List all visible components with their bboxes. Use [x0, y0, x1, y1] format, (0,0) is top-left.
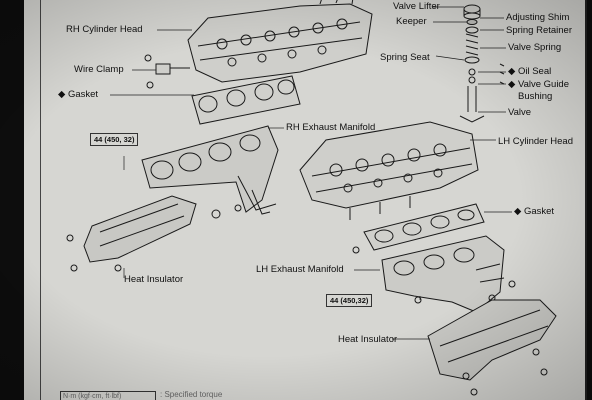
label-adjusting-shim: Adjusting Shim: [506, 12, 570, 23]
label-valve-spring: Valve Spring: [508, 42, 562, 53]
valve-train-drawing: [459, 4, 505, 123]
torque-legend-text: : Specified torque: [160, 390, 223, 399]
label-valve-guide-bushing: Bushing: [518, 91, 553, 102]
label-spring-seat: Spring Seat: [380, 52, 430, 63]
leader-lines: [110, 6, 512, 340]
torque-legend-key: N·m (kgf·cm, ft·lbf): [60, 391, 156, 400]
right-border-line: [585, 0, 587, 400]
label-rh-cylinder-head: RH Cylinder Head: [66, 24, 143, 35]
torque-spec-upper: 44 (450, 32): [90, 133, 139, 146]
wire-clamp-drawing: [144, 54, 190, 89]
label-valve-lifter: Valve Lifter: [393, 1, 440, 12]
left-frame-edge: [0, 0, 24, 400]
label-lh-exhaust-manifold: LH Exhaust Manifold: [256, 264, 344, 275]
label-heat-insulator-right: Heat Insulator: [338, 334, 398, 345]
label-gasket-upper: ◆ Gasket: [58, 89, 99, 100]
right-gasket-drawing: [352, 203, 485, 254]
label-keeper: Keeper: [396, 16, 427, 27]
label-gasket-right: ◆ Gasket: [514, 206, 555, 217]
lh-cylinder-head-drawing: [299, 121, 479, 220]
label-wire-clamp: Wire Clamp: [74, 64, 124, 75]
right-frame-edge: [587, 0, 592, 400]
label-valve: Valve: [508, 107, 532, 118]
label-rh-exhaust-manifold: RH Exhaust Manifold: [286, 122, 376, 133]
rh-cylinder-head-drawing: [187, 0, 373, 83]
left-border-line: [40, 0, 41, 400]
label-lh-cylinder-head: LH Cylinder Head: [498, 136, 573, 147]
label-heat-insulator-left: Heat Insulator: [124, 274, 184, 285]
left-heat-insulator-drawing: [66, 195, 242, 272]
rh-exhaust-manifold-drawing: [141, 125, 279, 215]
right-heat-insulator-drawing: [427, 299, 557, 396]
label-valve-guide: ◆ Valve Guide: [508, 79, 569, 90]
torque-spec-lower: 44 (450,32): [326, 294, 373, 307]
label-oil-seal: ◆ Oil Seal: [508, 66, 552, 77]
label-spring-retainer: Spring Retainer: [506, 25, 573, 36]
upper-gasket-drawing: [191, 75, 301, 125]
